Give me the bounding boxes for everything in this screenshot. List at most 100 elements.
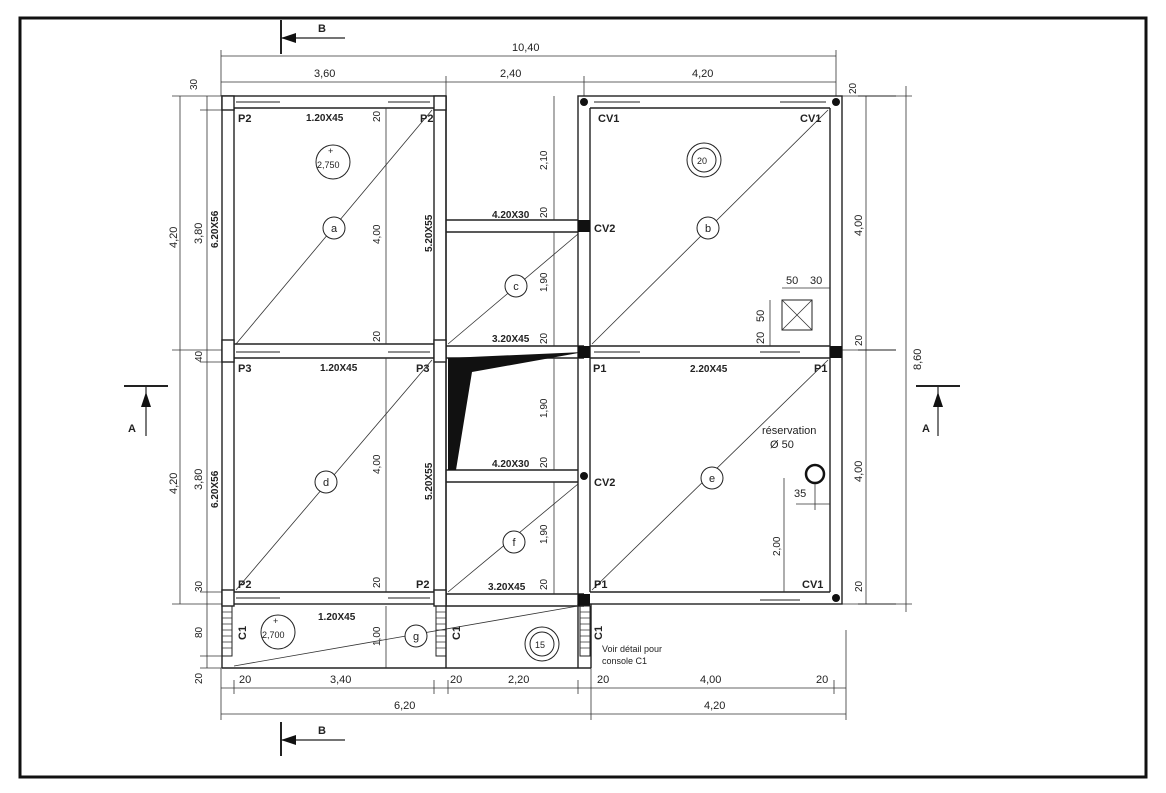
dim-bottom-620: 6,20: [394, 700, 415, 712]
dim-bottom-220: 2,20: [508, 674, 529, 686]
section-label: B: [318, 725, 326, 737]
dim-label: 4,00: [372, 224, 383, 244]
post-marker: [221, 95, 235, 111]
slab-circle: [322, 216, 346, 240]
dim-label: 20: [372, 576, 383, 588]
slab-marker-e: e: [700, 466, 724, 490]
slab-circle: [696, 216, 720, 240]
dim-label: 1,90: [539, 272, 550, 292]
dim-label: 20: [755, 332, 767, 344]
dim-total-height: 8,60: [912, 349, 924, 370]
landing-wedge: [448, 352, 584, 470]
post-marker: [433, 95, 447, 111]
post-labels: P2 P2 P3 P3 P2 P2 P1 P1 P1 CV1 CV1 CV2 C…: [237, 113, 827, 640]
slab-label: f: [512, 537, 516, 549]
post-marker: [433, 339, 447, 363]
post-marker: [578, 346, 590, 358]
beam-label: 1.20X45: [318, 612, 356, 623]
beam-label: 5.20X55: [424, 462, 435, 500]
reservation-diameter: Ø 50: [770, 439, 794, 451]
post-label: C1: [451, 626, 463, 640]
post-marker: [578, 220, 590, 232]
dim-bottom-340: 3,40: [330, 674, 351, 686]
dim-left-20: 20: [194, 672, 205, 684]
dim-label: 50: [786, 275, 798, 287]
internal-dimensions: 2,10 20 1,90 20 1,90 20 1,90 20 4,00 4,0…: [372, 110, 783, 646]
level-value: 2,750: [317, 160, 340, 170]
thickness-value: 20: [697, 156, 707, 166]
post-label: P3: [416, 363, 429, 375]
dim-top-span-1: 3,60: [314, 68, 335, 80]
beam-label: 1.20X45: [320, 363, 358, 374]
post-marker: [832, 594, 840, 602]
dim-label: 50: [755, 310, 767, 322]
slab-label: c: [513, 281, 519, 293]
dim-label: 20: [539, 206, 550, 218]
reservation-label: réservation: [762, 425, 816, 437]
slab-label: b: [705, 223, 711, 235]
slab-marker-f: f: [502, 530, 526, 554]
beam-label: 6.20X56: [210, 470, 221, 508]
beam-label: 6.20X56: [210, 210, 221, 248]
section-mark-a-right: A: [916, 385, 960, 436]
dim-label: 20: [539, 332, 550, 344]
dim-left-420-top: 4,20: [168, 227, 180, 248]
post-marker: [578, 594, 590, 606]
beam-label: 4.20X30: [492, 459, 530, 470]
level-marker-top: + 2,750: [315, 144, 351, 180]
svg-text:+: +: [328, 146, 333, 156]
beam-label: 2.20X45: [690, 364, 728, 375]
svg-text:+: +: [273, 616, 278, 626]
level-marker-bottom: + 2,700: [260, 614, 296, 650]
top-dimensions: 10,40 3,60 2,40 4,20 30 20: [189, 42, 859, 96]
structure-lines: [221, 95, 896, 669]
dim-label: 20: [372, 330, 383, 342]
post-label: CV2: [594, 477, 615, 489]
beam-label: 1.20X45: [306, 113, 344, 124]
dim-label: 2,00: [772, 536, 783, 556]
left-dimensions: 4,20 3,80 40 4,20 3,80 30 80 20: [168, 95, 222, 684]
post-marker: [580, 98, 588, 106]
dim-bottom-20-c: 20: [597, 674, 609, 686]
post-label: P1: [814, 363, 827, 375]
dim-label: 4,00: [372, 454, 383, 474]
section-mark-b-top: B: [280, 20, 345, 54]
dim-right-400-bottom: 4,00: [853, 461, 865, 482]
slab-diagonals: [233, 96, 829, 668]
slab-marker-a: a: [322, 216, 346, 240]
dim-left-80: 80: [194, 626, 205, 638]
dim-label: 30: [810, 275, 822, 287]
beam-label: 4.20X30: [492, 210, 530, 221]
slab-label: a: [331, 223, 338, 235]
section-label: A: [922, 423, 930, 435]
dim-right-20-mid: 20: [854, 334, 865, 346]
post-label: CV1: [802, 579, 823, 591]
post-label: P2: [420, 113, 433, 125]
post-marker: [221, 339, 235, 363]
dim-bottom-20-d: 20: [816, 674, 828, 686]
slab-circle: [502, 530, 526, 554]
dim-label: 20: [539, 578, 550, 590]
section-mark-a-left: A: [124, 385, 168, 436]
dim-bottom-20-b: 20: [450, 674, 462, 686]
thickness-marker-15: 15: [524, 626, 560, 662]
beam-labels: 1.20X45 1.20X45 1.20X45 2.20X45 3.20X45 …: [210, 113, 728, 623]
dim-left-30: 30: [194, 580, 205, 592]
dim-left-40: 40: [194, 350, 205, 362]
slab-marker-d: d: [314, 470, 338, 494]
slab-circle: [504, 274, 528, 298]
drawing-frame: [18, 16, 1148, 779]
section-label: A: [128, 423, 136, 435]
post-label: P1: [594, 579, 607, 591]
post-label: C1: [237, 626, 249, 640]
dim-right-20-bottom: 20: [854, 580, 865, 592]
post-label: CV1: [800, 113, 821, 125]
post-label: P2: [238, 579, 251, 591]
note-line: Voir détail pour: [602, 644, 662, 654]
post-marker: [433, 589, 447, 607]
beam-label: 3.20X45: [492, 334, 530, 345]
dim-label: 2,10: [539, 150, 550, 170]
post-label: P2: [416, 579, 429, 591]
dim-top-edge: 30: [189, 78, 200, 90]
